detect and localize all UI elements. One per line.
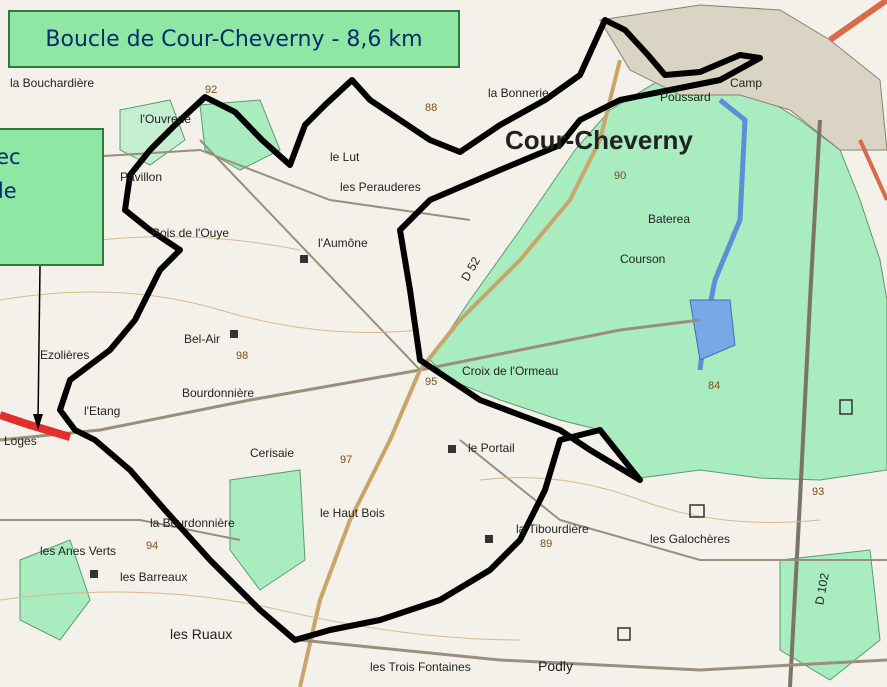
place-label-le-lut: le Lut [330,150,360,164]
note-line-3: neray [0,208,102,242]
water-pond [689,299,736,361]
forest-sw [19,539,91,641]
annotation-note-box: on avec ours de neray [0,128,104,266]
place-label-la-bonnerie: la Bonnerie [488,86,549,100]
map-title: Boucle de Cour-Cheverny - 8,6 km [45,26,423,52]
place-label-podly: Podly [538,658,574,674]
altitude-93: 93 [812,486,825,498]
forest-main [429,79,887,481]
place-label-la-bourdonniere: la Bourdonnière [150,516,235,530]
place-label-la-tibourdiere: la Tibourdière [516,522,589,536]
altitude-97: 97 [340,454,353,466]
place-label-camp: Camp [730,76,763,90]
altitude-98: 98 [236,350,249,362]
place-label-l-etang: l'Etang [84,404,121,418]
place-label-l-aumone: l'Aumône [318,236,368,250]
altitude-89: 89 [540,538,553,550]
place-label-la-bouchardiere: la Bouchardière [10,76,95,90]
annotation-arrow [37,265,41,423]
contour-lines [0,236,821,641]
place-label-bel-air: Bel-Air [184,332,221,346]
altitude-88: 88 [425,102,438,114]
place-label-baterea: Baterea [648,212,691,226]
place-label-pavillon: Pavillon [120,170,163,184]
altitude-84: 84 [708,380,721,392]
altitude-95: 95 [425,376,438,388]
map-title-box: Boucle de Cour-Cheverny - 8,6 km [8,10,460,68]
note-line-2: ours de [0,179,17,203]
place-label-poussard: Poussard [660,90,711,104]
building-symbols [90,255,853,641]
place-label-les-ruaux: les Ruaux [170,626,233,642]
arrow-head [33,414,43,430]
altitude-92: 92 [205,84,218,96]
altitude-94: 94 [146,540,159,552]
place-label-les-barreaux: les Barreaux [120,570,188,584]
place-label-le-haut-bois: le Haut Bois [320,506,385,520]
place-label-la-cerisaie: Cerisaie [250,446,295,460]
place-label-loges: Loges [4,434,37,448]
route-loop [57,17,763,643]
forest-se [779,549,881,681]
forest-west-1 [199,99,281,171]
place-label-les-anes-verts: les Anes Verts [40,544,117,558]
place-label-l-ouvrerie: l'Ouvrerie [140,112,191,126]
connector-route [0,411,72,441]
place-label-le-portail: le Portail [468,441,515,455]
place-label-les-perauderes: les Perauderes [340,180,421,194]
altitude-90: 90 [614,170,627,182]
place-label-croix-de-lormeau: Croix de l'Ormeau [462,364,559,378]
place-label-ezolieres: Ezolières [40,348,90,362]
place-label-bois-de-louye: Bois de l'Ouye [152,226,229,240]
place-label-town: Cour-Cheverny [505,125,693,155]
place-label-les-trois-fontaines: les Trois Fontaines [370,660,471,674]
note-line-1: on avec [0,145,21,169]
place-label-bourdonniere: Bourdonnière [182,386,255,400]
place-label-les-galocheres: les Galochères [650,532,731,546]
place-label-courson: Courson [620,252,666,266]
